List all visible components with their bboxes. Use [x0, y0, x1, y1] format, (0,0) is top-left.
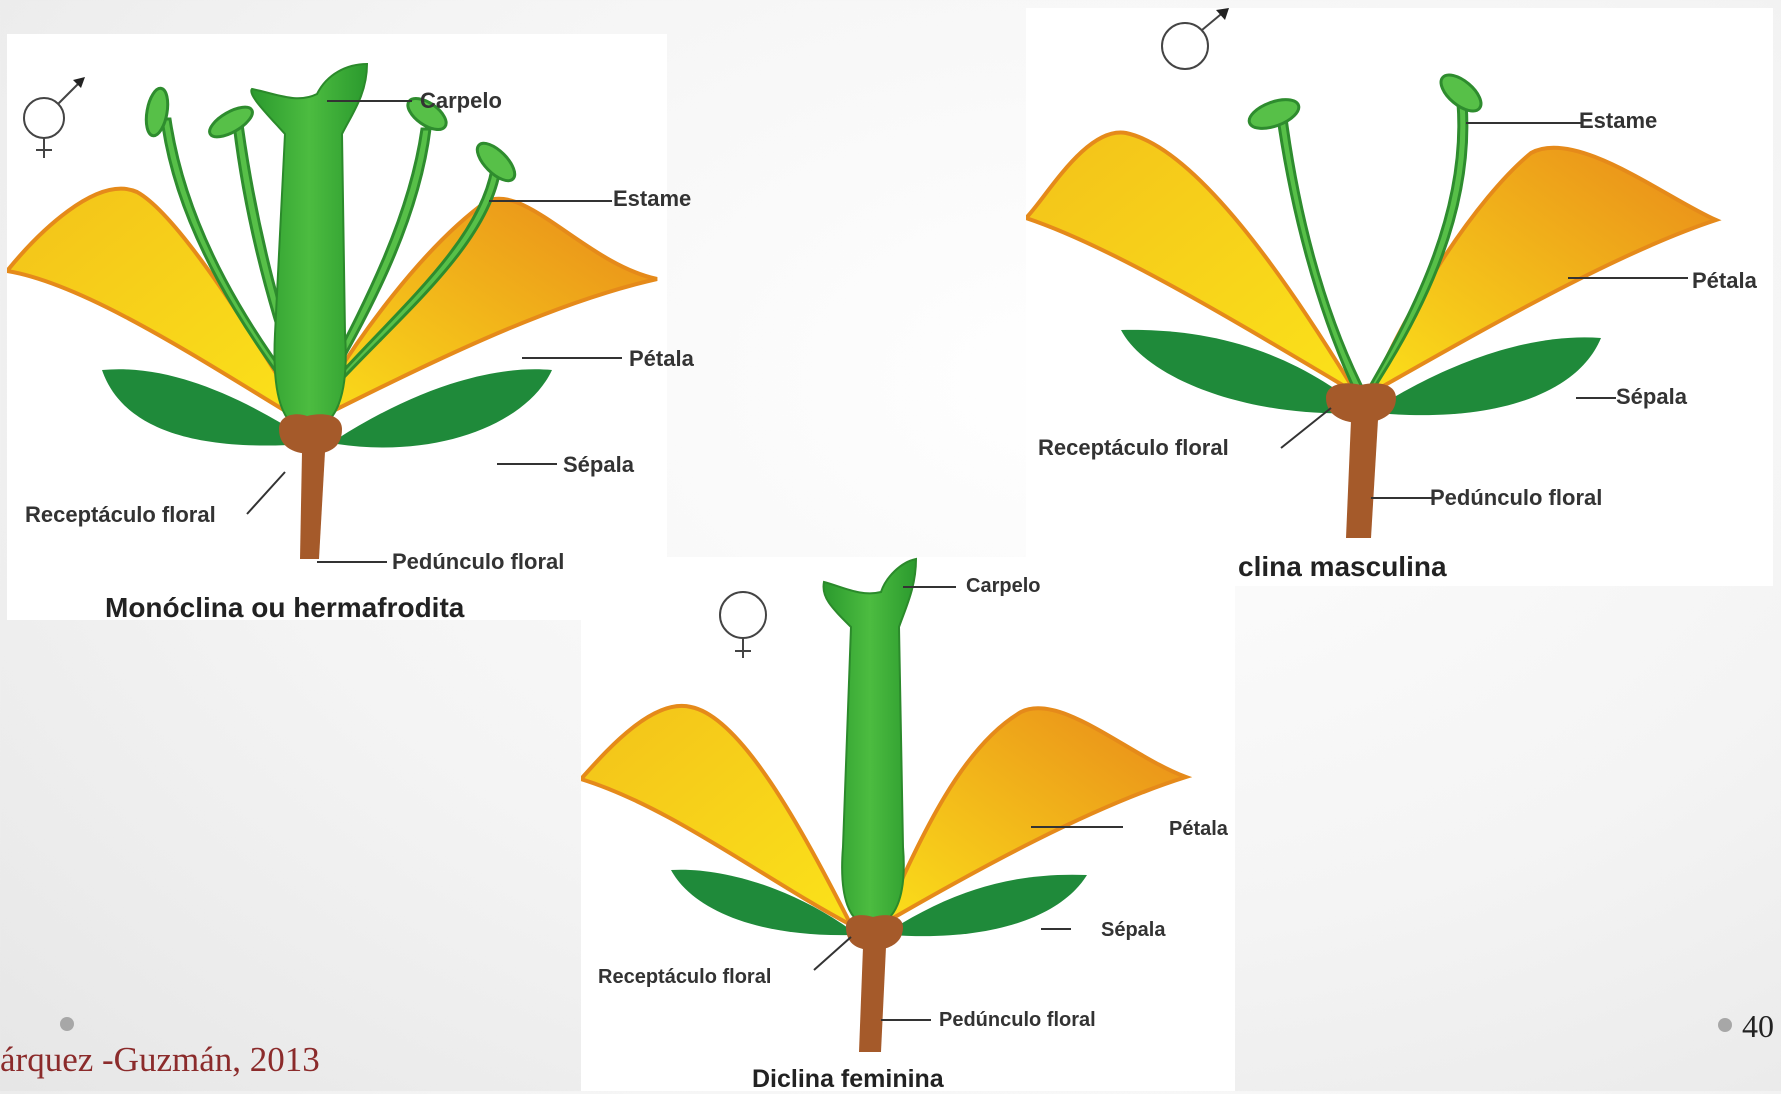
label-receptacle: Receptáculo floral: [25, 502, 216, 528]
peduncle: [300, 452, 325, 559]
receptacle: [846, 915, 903, 950]
label-stamen: Estame: [1579, 108, 1657, 134]
label-sepal: Sépala: [1616, 384, 1687, 410]
label-peduncle: Pedúnculo floral: [392, 549, 564, 575]
peduncle: [859, 947, 886, 1052]
label-peduncle: Pedúnculo floral: [939, 1009, 1096, 1032]
figure-female: Carpelo Pétala Sépala Receptáculo floral…: [581, 557, 1235, 1091]
figure-male: Estame Pétala Sépala Receptáculo floral …: [1026, 8, 1773, 586]
label-sepal: Sépala: [563, 452, 634, 478]
hermaphrodite-flower-drawing: [7, 34, 667, 620]
figure-hermaphrodite: Carpelo Estame Pétala Sépala Receptáculo…: [7, 34, 667, 620]
male-female-symbol-icon: [24, 77, 85, 158]
footer-bullet-right: [1718, 1018, 1732, 1032]
caption-male: clina masculina: [1238, 551, 1447, 583]
label-peduncle: Pedúnculo floral: [1430, 485, 1602, 511]
label-carpel: Carpelo: [420, 88, 502, 114]
peduncle: [1346, 420, 1378, 538]
label-petal: Pétala: [1692, 268, 1757, 294]
male-flower-drawing: [1026, 8, 1773, 586]
receptacle: [1326, 383, 1396, 423]
footer-bullet-left: [60, 1017, 74, 1031]
caption-hermaphrodite: Monóclina ou hermafrodita: [105, 592, 464, 624]
caption-female: Diclina feminina: [752, 1065, 944, 1094]
label-stamen: Estame: [613, 186, 691, 212]
author-credit: árquez -Guzmán, 2013: [0, 1040, 320, 1080]
label-carpel: Carpelo: [966, 575, 1040, 598]
label-receptacle: Receptáculo floral: [1038, 435, 1229, 461]
receptacle: [279, 414, 342, 454]
female-flower-drawing: [581, 557, 1235, 1091]
label-petal: Pétala: [629, 346, 694, 372]
carpel: [823, 559, 916, 925]
female-symbol-icon: [720, 592, 766, 658]
label-petal: Pétala: [1169, 818, 1228, 841]
label-receptacle: Receptáculo floral: [598, 966, 771, 989]
label-sepal: Sépala: [1101, 919, 1165, 942]
page-number: 40: [1742, 1008, 1774, 1045]
male-symbol-icon: [1162, 8, 1229, 69]
